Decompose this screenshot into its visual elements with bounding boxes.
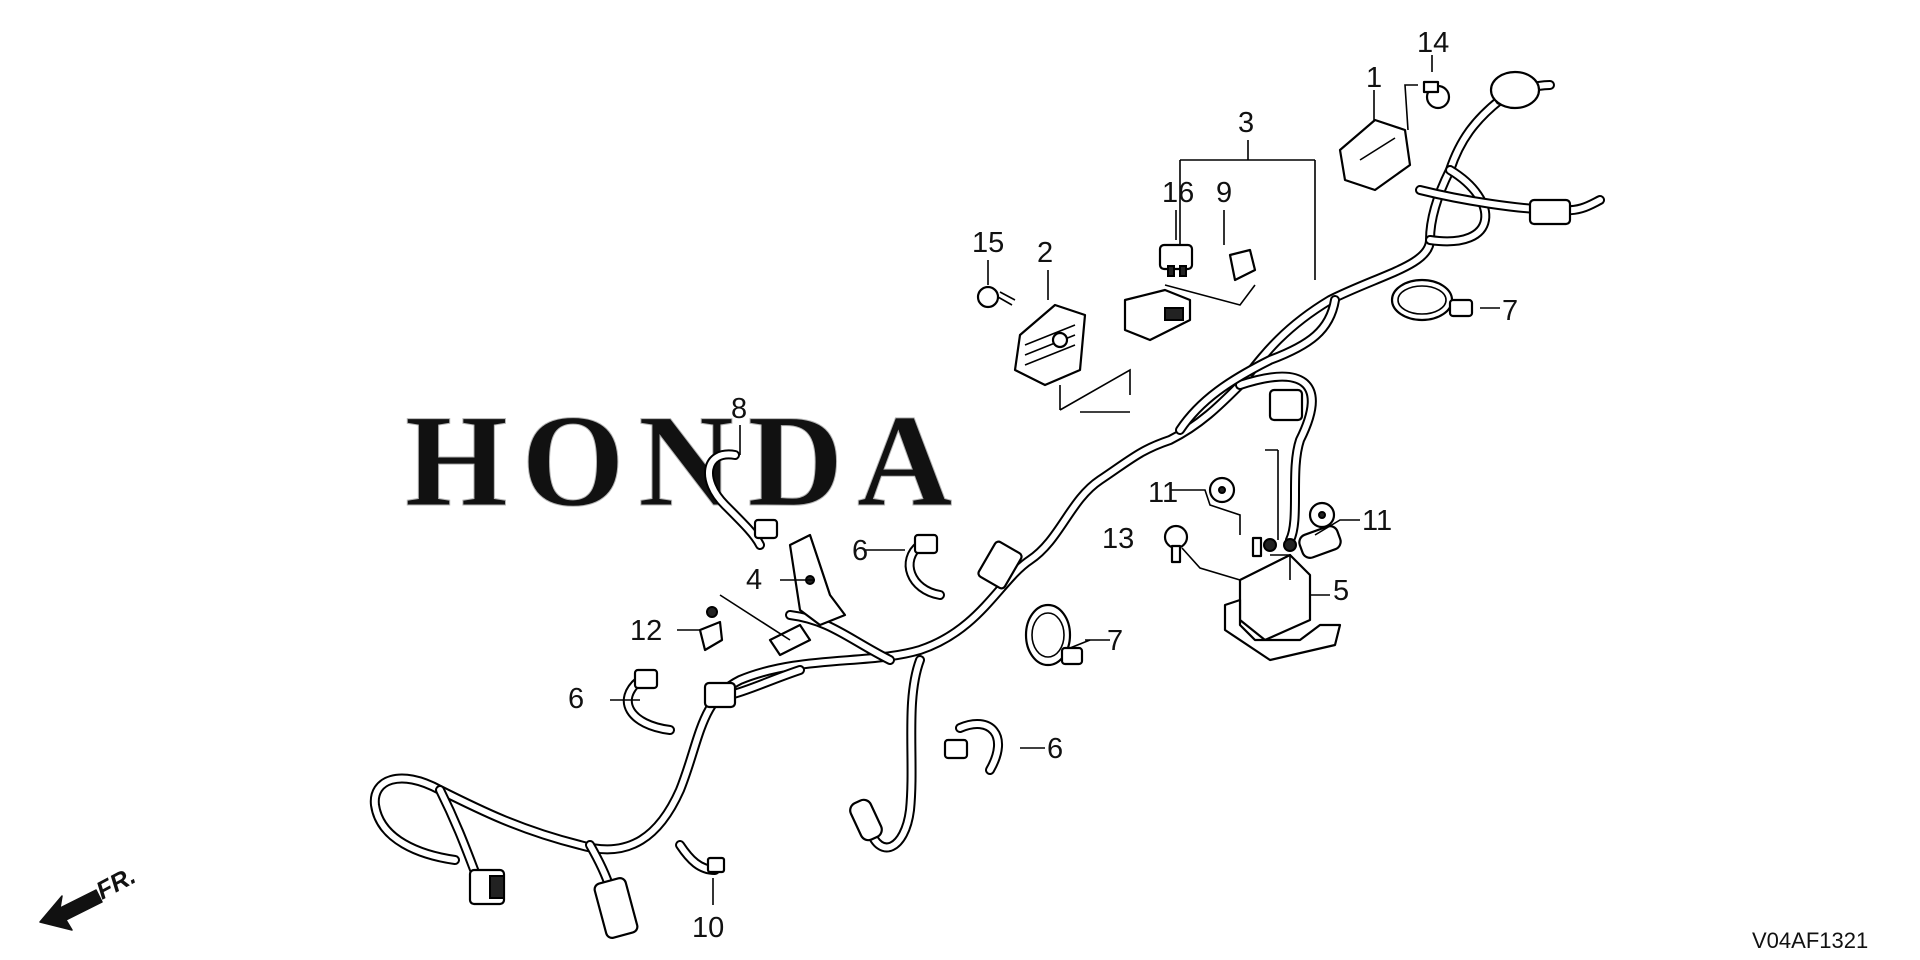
callout-8: 8 <box>731 393 747 425</box>
callout-1: 1 <box>1366 62 1382 94</box>
part-11-nut-right <box>1308 501 1336 529</box>
callout-13: 13 <box>1102 523 1134 555</box>
front-direction-arrow: FR. <box>39 862 140 931</box>
callout-3-bracket <box>1179 140 1316 280</box>
part-9-fuse-clip <box>1228 248 1257 282</box>
harness-terminal-boot <box>1298 525 1342 559</box>
callout-15: 15 <box>972 227 1004 259</box>
callout-6-lower: 6 <box>1047 733 1063 765</box>
callout-3: 3 <box>1238 107 1254 139</box>
callout-14: 14 <box>1417 27 1449 59</box>
part-5-solenoid <box>1223 536 1342 662</box>
brand-watermark: HONDA <box>405 387 966 534</box>
callout-6-upper: 6 <box>852 535 868 567</box>
callout-7-upper: 7 <box>1502 295 1518 327</box>
part-11-nut-left <box>1208 476 1236 504</box>
part-7-band-upper <box>1390 278 1474 322</box>
callout-11-right: 11 <box>1362 505 1392 537</box>
callout-10: 10 <box>692 912 724 944</box>
part-6-clamp-lower <box>943 719 1004 775</box>
part-2-regulator <box>1013 303 1087 387</box>
part-13-bolt <box>1163 524 1189 564</box>
part-14-bolt <box>1422 80 1451 110</box>
part-6-clamp-upper <box>904 533 945 600</box>
harness-boot-top <box>1489 70 1541 110</box>
callout-16: 16 <box>1162 177 1194 209</box>
part-16-fuse <box>1158 243 1194 277</box>
part-12-grommet <box>698 606 724 652</box>
callout-11-left: 11 <box>1148 477 1178 509</box>
part-10-clip <box>675 840 726 875</box>
callout-2: 2 <box>1037 237 1053 269</box>
callout-12: 12 <box>630 615 662 647</box>
fuse-holder <box>1123 288 1192 342</box>
callouts: 1 14 3 16 9 15 2 7 8 11 11 13 6 4 5 12 7… <box>568 27 1518 944</box>
leader-lines <box>610 55 1500 905</box>
harness-connector-upper <box>1268 388 1304 422</box>
callout-5: 5 <box>1333 575 1349 607</box>
callout-7-lower: 7 <box>1107 625 1123 657</box>
part-6-clamp-left <box>622 668 675 735</box>
callout-4: 4 <box>746 564 762 596</box>
harness-connector-mid <box>977 540 1023 590</box>
part-15-bolt <box>976 285 1016 309</box>
callout-9: 9 <box>1216 177 1232 209</box>
part-8-strap <box>704 449 779 550</box>
diagram-code: V04AF1321 <box>1752 928 1868 953</box>
part-4-bracket <box>768 533 847 657</box>
harness-connector-tail <box>1528 198 1572 226</box>
harness-connector-bottom <box>593 877 639 939</box>
harness-terminal-down <box>849 798 883 842</box>
harness-connector-left-cap <box>489 875 505 899</box>
part-1-cover <box>1338 118 1412 192</box>
callout-6-left: 6 <box>568 683 584 715</box>
part-7-band-lower <box>1024 603 1084 667</box>
harness-connector-side <box>703 681 737 709</box>
